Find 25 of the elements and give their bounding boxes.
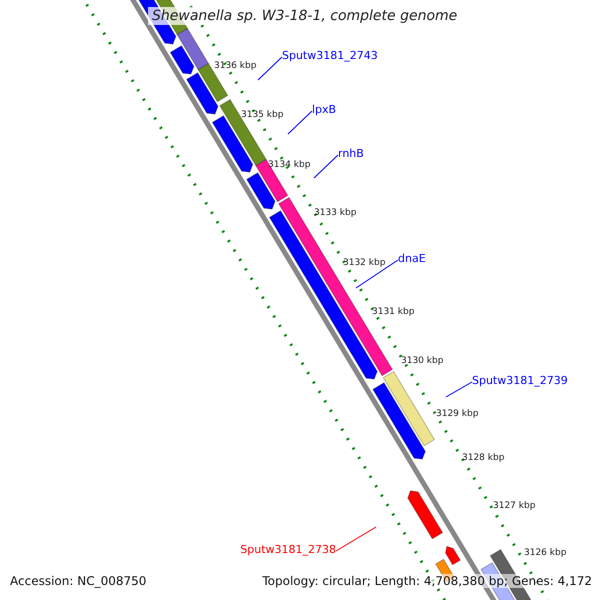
- leader-line: [288, 110, 312, 134]
- scale-label: 3132 kbp: [343, 258, 386, 268]
- gene-label: lpxB: [312, 103, 336, 116]
- scale-label: 3127 kbp: [493, 501, 536, 511]
- scale-label: 3130 kbp: [401, 356, 444, 366]
- scale-label: 3136 kbp: [214, 61, 256, 71]
- gene-label: rnhB: [338, 147, 364, 160]
- scale-label: 3129 kbp: [436, 409, 478, 419]
- leader-line: [314, 154, 338, 178]
- scale-label: 3133 kbp: [314, 208, 356, 218]
- scale-label: 3128 kbp: [462, 453, 504, 463]
- scale-label: 3135 kbp: [241, 110, 284, 120]
- gene-label: Sputw3181_2739: [472, 374, 568, 387]
- genome-info-text: Topology: circular; Length: 4,708,380 bp; Genes: 4,172: [262, 574, 592, 588]
- leader-line: [356, 260, 398, 288]
- accession-text: Accession: NC_008750: [10, 574, 146, 588]
- scale-label: 3126 kbp: [524, 548, 566, 558]
- gene-label: Sputw3181_2738: [240, 543, 336, 556]
- gene-label: Sputw3181_2743: [282, 49, 378, 62]
- leader-line: [336, 526, 376, 552]
- scale-label: 3134 kbp: [268, 160, 310, 170]
- leader-line: [446, 382, 472, 398]
- scale-label: 3131 kbp: [372, 307, 414, 317]
- gene-label: dnaE: [398, 252, 426, 265]
- leader-line: [258, 56, 282, 80]
